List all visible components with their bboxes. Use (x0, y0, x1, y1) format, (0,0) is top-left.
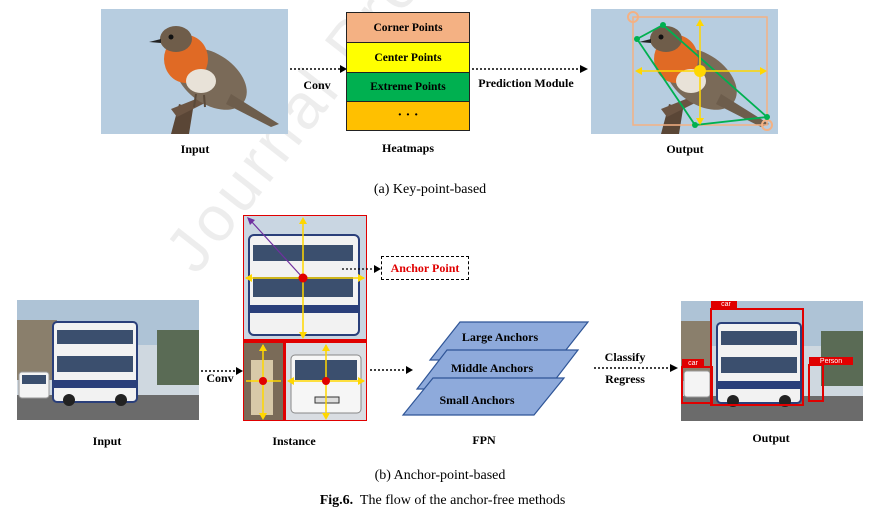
part-a-conv-arrow (290, 65, 347, 73)
part-b-conv-arrow (201, 367, 243, 375)
heatmap-more-label: · · · (397, 108, 419, 123)
caption-a: (a) Key-point-based (373, 182, 487, 197)
fpn-label: FPN (472, 433, 496, 447)
bus-output-image (681, 301, 863, 421)
part-a-output-label: Output (666, 142, 704, 156)
fpn-small-label: Small Anchors (439, 393, 515, 407)
prediction-module-label: Prediction Module (478, 76, 574, 90)
detection-tag-car-1: car (721, 301, 731, 308)
part-b-input-label: Input (92, 434, 122, 448)
figure-caption: Fig.6. The flow of the anchor-free metho… (250, 493, 635, 509)
heatmap-more: · · · (346, 101, 470, 131)
part-a-input-label: Input (180, 142, 210, 156)
instance-crops (243, 215, 367, 421)
anchor-point-pointer (342, 265, 381, 273)
figure-caption-text: The flow of the anchor-free methods (359, 493, 566, 508)
part-b-conv-label: Conv (206, 371, 234, 385)
classify-regress-arrow (594, 364, 678, 372)
regress-label: Regress (605, 372, 645, 386)
prediction-arrow (472, 65, 588, 73)
figure-caption-prefix: Fig.6. (319, 493, 354, 508)
detection-tag-person: Person (819, 358, 843, 365)
part-a-conv-label: Conv (303, 78, 331, 92)
anchor-point-label: Anchor Point (390, 260, 460, 275)
fpn-stack (401, 321, 590, 416)
heatmap-corner-label: Corner Points (373, 21, 443, 34)
classify-label: Classify (604, 350, 646, 364)
heatmap-corner-points: Corner Points (346, 12, 470, 43)
heatmap-center-label: Center Points (374, 51, 442, 64)
fpn-input-arrow (370, 366, 413, 374)
heatmap-extreme-points: Extreme Points (346, 72, 470, 102)
part-b-output-label: Output (752, 431, 790, 445)
instance-label: Instance (272, 434, 316, 448)
heatmap-extreme-label: Extreme Points (370, 81, 446, 93)
heatmap-center-points: Center Points (346, 42, 470, 73)
input-bird-image (101, 9, 288, 134)
bus-input-image (17, 300, 199, 420)
fpn-layer-small (401, 377, 566, 416)
fpn-middle-label: Middle Anchors (450, 361, 534, 375)
heatmaps-label: Heatmaps (382, 141, 434, 155)
output-bird-image (591, 9, 778, 134)
caption-b: (b) Anchor-point-based (374, 468, 506, 483)
anchor-point-box: Anchor Point (381, 256, 469, 280)
detection-tag-car-2: car (688, 360, 698, 367)
fpn-large-label: Large Anchors (461, 330, 539, 344)
